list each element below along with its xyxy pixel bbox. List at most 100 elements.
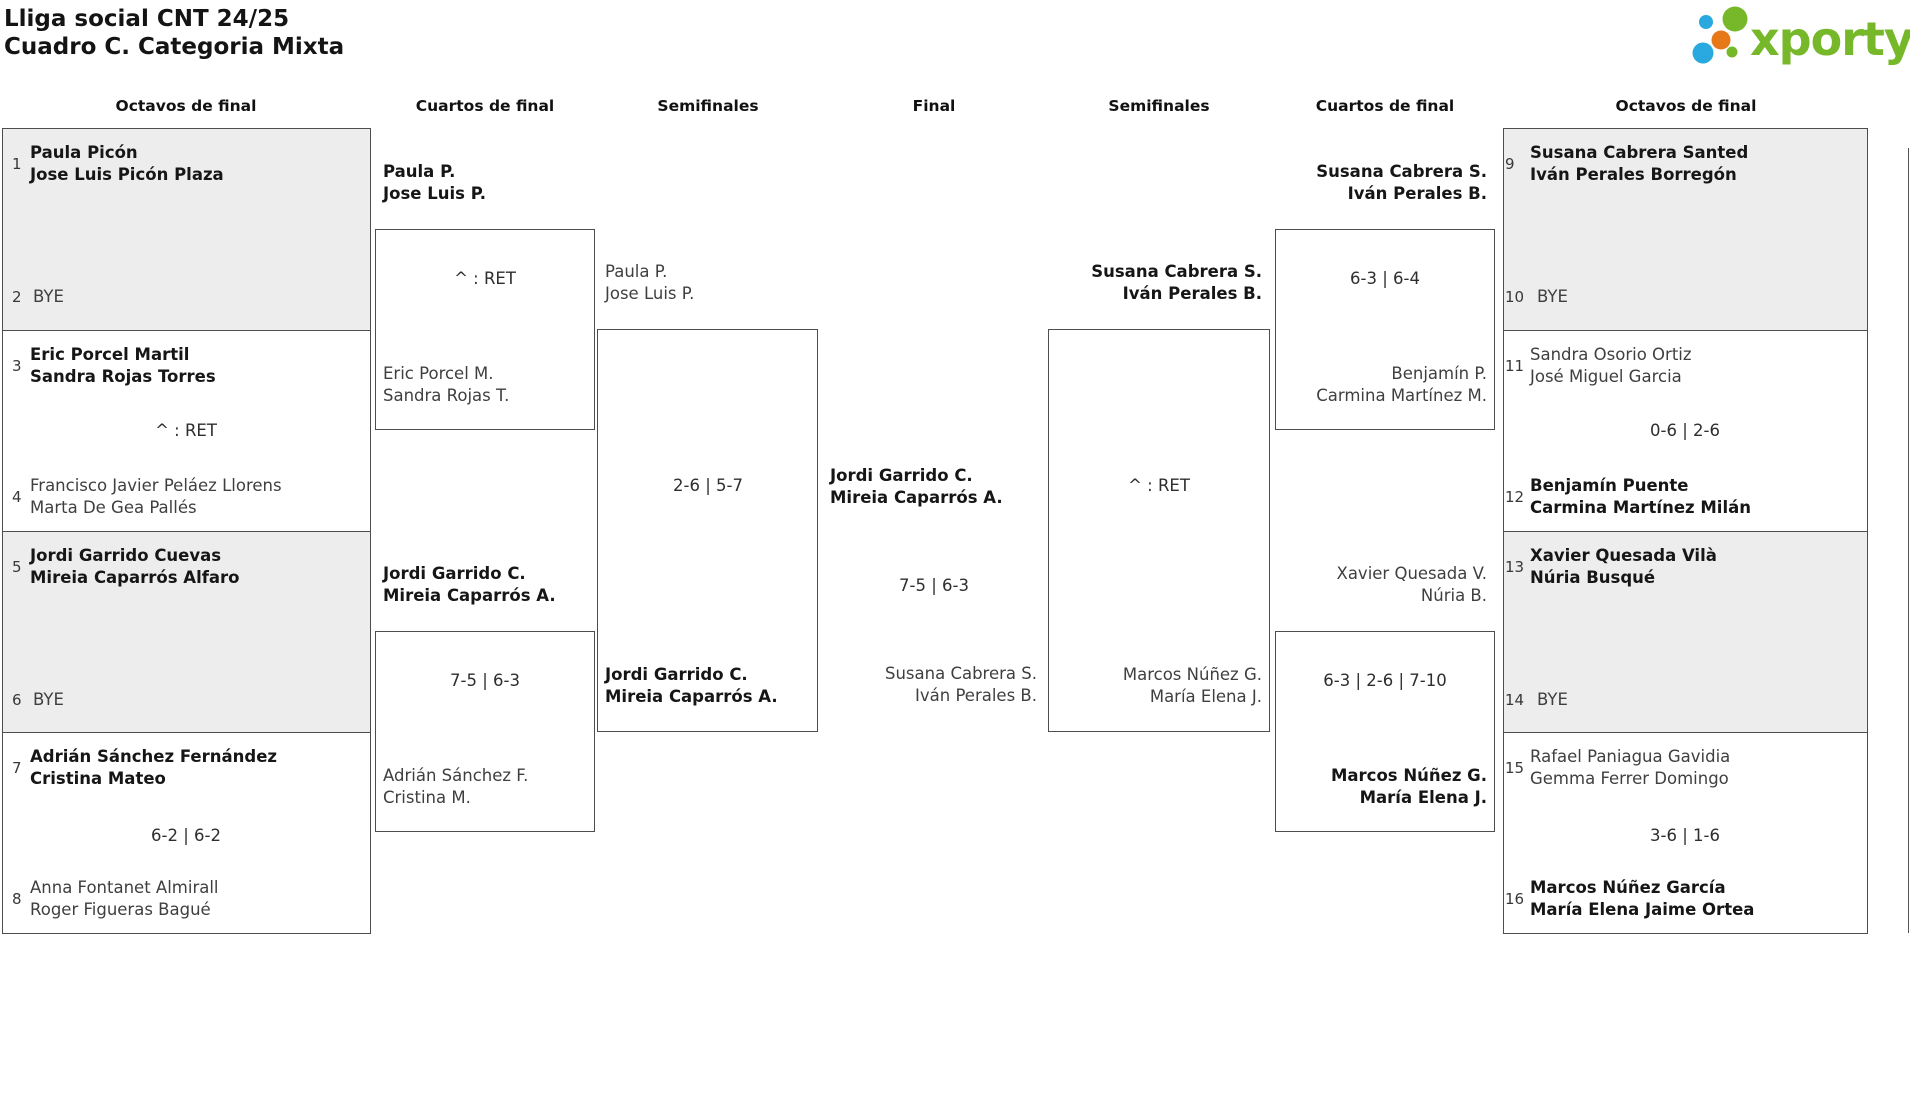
round-header-cuartos-right: Cuartos de final	[1315, 97, 1455, 115]
sf-r-bottom-team: Marcos Núñez G. María Elena J.	[1123, 664, 1262, 708]
team-line: Jose Luis Picón Plaza	[30, 165, 224, 184]
team-line: Mireia Caparrós A.	[830, 488, 1003, 507]
sf-l-score: 2-6 | 5-7	[673, 476, 743, 495]
team-line: Jordi Garrido C.	[605, 665, 748, 684]
team-line: Gemma Ferrer Domingo	[1530, 769, 1729, 788]
seed-number: 7	[12, 759, 22, 777]
match-box-sf-r	[1048, 329, 1270, 732]
oct-r2-top-team: Sandra Osorio Ortiz José Miguel Garcia	[1530, 344, 1692, 388]
round-header-octavos-left: Octavos de final	[115, 97, 257, 115]
logo-dot-orange	[1711, 30, 1731, 50]
team-line: Xavier Quesada Vilà	[1530, 546, 1717, 565]
team-line: Paula P.	[383, 162, 456, 181]
match-box-qf-l1	[375, 229, 595, 430]
seed-number: 9	[1505, 155, 1515, 173]
oct-l2-top-team: Eric Porcel Martil Sandra Rojas Torres	[30, 344, 216, 388]
qf-r2-top-team: Xavier Quesada V. Núria B.	[1337, 563, 1487, 607]
team-line: Benjamín Puente	[1530, 476, 1689, 495]
team-line: Paula Picón	[30, 143, 138, 162]
team-line: Paula P.	[605, 262, 668, 281]
oct-l4-score: 6-2 | 6-2	[151, 826, 221, 845]
qf-r2-score: 6-3 | 2-6 | 7-10	[1323, 671, 1447, 690]
team-line: María Elena J.	[1359, 788, 1487, 807]
team-line: Jose Luis P.	[605, 284, 695, 303]
team-line: María Elena J.	[1149, 687, 1262, 706]
team-line: Mireia Caparrós Alfaro	[30, 568, 240, 587]
match-box-sf-l	[597, 329, 818, 732]
seed-number: 10	[1505, 288, 1525, 306]
oct-l3-bye: BYE	[33, 690, 64, 709]
team-line: Carmina Martínez M.	[1316, 386, 1487, 405]
team-line: José Miguel Garcia	[1530, 367, 1682, 386]
team-line: Jordi Garrido C.	[830, 466, 973, 485]
team-line: Benjamín P.	[1391, 364, 1487, 383]
match-box-qf-r2	[1275, 631, 1495, 832]
seed-number: 16	[1505, 890, 1525, 908]
seed-number: 13	[1505, 558, 1525, 576]
oct-r3-top-team: Xavier Quesada Vilà Núria Busqué	[1530, 545, 1717, 589]
seed-number: 11	[1505, 357, 1525, 375]
oct-l3-top-team: Jordi Garrido Cuevas Mireia Caparrós Alf…	[30, 545, 240, 589]
team-line: Marcos Núñez G.	[1330, 766, 1487, 785]
final-score: 7-5 | 6-3	[899, 576, 969, 595]
page-title-line1: Lliga social CNT 24/25	[4, 6, 290, 32]
team-line: Marta De Gea Pallés	[30, 498, 197, 517]
qf-r1-bottom-team: Benjamín P. Carmina Martínez M.	[1316, 363, 1487, 407]
team-line: Marcos Núñez G.	[1122, 665, 1262, 684]
team-line: Cristina Mateo	[30, 769, 166, 788]
logo-dot-blue-large	[1692, 42, 1714, 64]
sf-r-top-team: Susana Cabrera S. Iván Perales B.	[1091, 261, 1262, 305]
team-line: Susana Cabrera S.	[1316, 162, 1487, 181]
team-line: Núria B.	[1420, 586, 1487, 605]
team-line: Iván Perales Borregón	[1530, 165, 1737, 184]
team-line: Susana Cabrera Santed	[1530, 143, 1749, 162]
qf-l2-top-team: Jordi Garrido C. Mireia Caparrós A.	[383, 563, 556, 607]
qf-l2-bottom-team: Adrián Sánchez F. Cristina M.	[383, 765, 528, 809]
qf-l1-top-team: Paula P. Jose Luis P.	[383, 161, 486, 205]
oct-l4-bottom-team: Anna Fontanet Almirall Roger Figueras Ba…	[30, 877, 219, 921]
oct-r2-score: 0-6 | 2-6	[1650, 421, 1720, 440]
team-line: Jordi Garrido C.	[383, 564, 526, 583]
sf-l-bottom-team: Jordi Garrido C. Mireia Caparrós A.	[605, 664, 778, 708]
final-top-team: Jordi Garrido C. Mireia Caparrós A.	[830, 465, 1003, 509]
qf-l1-bottom-team: Eric Porcel M. Sandra Rojas T.	[383, 363, 509, 407]
team-line: Mireia Caparrós A.	[383, 586, 556, 605]
logo-dot-green-large	[1722, 6, 1748, 32]
round-header-semis-right: Semifinales	[1108, 97, 1210, 115]
oct-r2-bottom-team: Benjamín Puente Carmina Martínez Milán	[1530, 475, 1751, 519]
seed-number: 12	[1505, 488, 1525, 506]
oct-l4-top-team: Adrián Sánchez Fernández Cristina Mateo	[30, 746, 277, 790]
seed-number: 1	[12, 155, 22, 173]
team-line: Carmina Martínez Milán	[1530, 498, 1751, 517]
team-line: Cristina M.	[383, 788, 471, 807]
team-line: Núria Busqué	[1530, 568, 1656, 587]
qf-r1-score: 6-3 | 6-4	[1350, 269, 1420, 288]
team-line: Adrián Sánchez F.	[383, 766, 529, 785]
bracket-edge-line	[1908, 148, 1909, 933]
team-line: Marcos Núñez García	[1530, 878, 1726, 897]
oct-l2-score: ^ : RET	[155, 421, 217, 440]
team-line: María Elena Jaime Ortea	[1530, 900, 1755, 919]
oct-l1-bye: BYE	[33, 287, 64, 306]
team-line: Sandra Rojas T.	[383, 386, 510, 405]
team-line: Eric Porcel M.	[383, 364, 494, 383]
match-box-oct-l4	[2, 732, 371, 934]
xporty-logo: xporty	[1692, 6, 1910, 66]
oct-r3-bye: BYE	[1537, 690, 1568, 709]
qf-l2-score: 7-5 | 6-3	[450, 671, 520, 690]
logo-dot-blue-small	[1699, 15, 1713, 29]
team-line: Susana Cabrera S.	[885, 664, 1037, 683]
seed-number: 6	[12, 691, 22, 709]
team-line: Sandra Osorio Ortiz	[1530, 345, 1692, 364]
team-line: Mireia Caparrós A.	[605, 687, 778, 706]
oct-r4-score: 3-6 | 1-6	[1650, 826, 1720, 845]
match-box-oct-r4	[1503, 732, 1868, 934]
team-line: Eric Porcel Martil	[30, 345, 190, 364]
match-box-qf-r1	[1275, 229, 1495, 430]
team-line: Roger Figueras Bagué	[30, 900, 211, 919]
round-header-semis-left: Semifinales	[657, 97, 759, 115]
team-line: Jose Luis P.	[383, 184, 487, 203]
team-line: Xavier Quesada V.	[1336, 564, 1487, 583]
sf-l-top-team: Paula P. Jose Luis P.	[605, 261, 694, 305]
